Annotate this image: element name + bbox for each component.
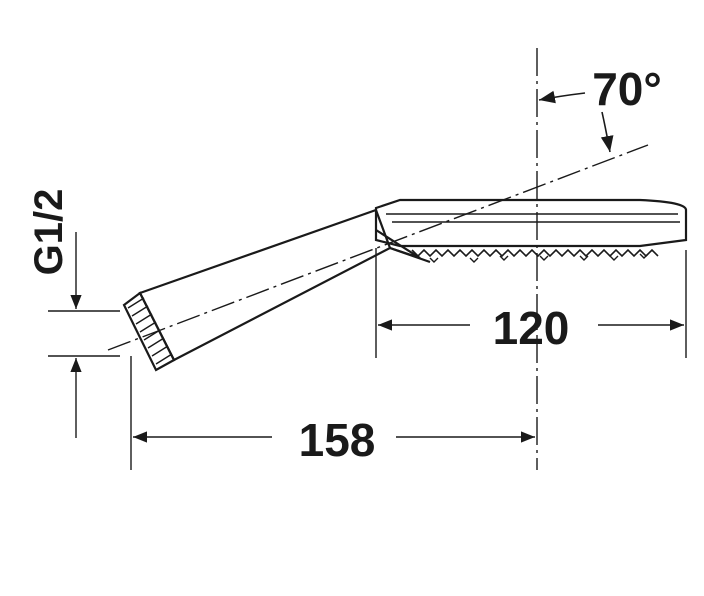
head-width-label: 120: [493, 302, 570, 354]
handle-neck-lower: [389, 246, 431, 264]
thread-connector: [122, 291, 176, 372]
total-length-label: 158: [299, 414, 376, 466]
handle-axis-line: [107, 144, 649, 351]
thread-label: G1/2: [27, 189, 71, 276]
shower-head: [374, 198, 688, 263]
angle-label: 70°: [592, 63, 662, 115]
angle-arrow-right: [600, 111, 614, 153]
angle-arrow-left: [538, 90, 586, 104]
handle-body: [138, 208, 392, 362]
